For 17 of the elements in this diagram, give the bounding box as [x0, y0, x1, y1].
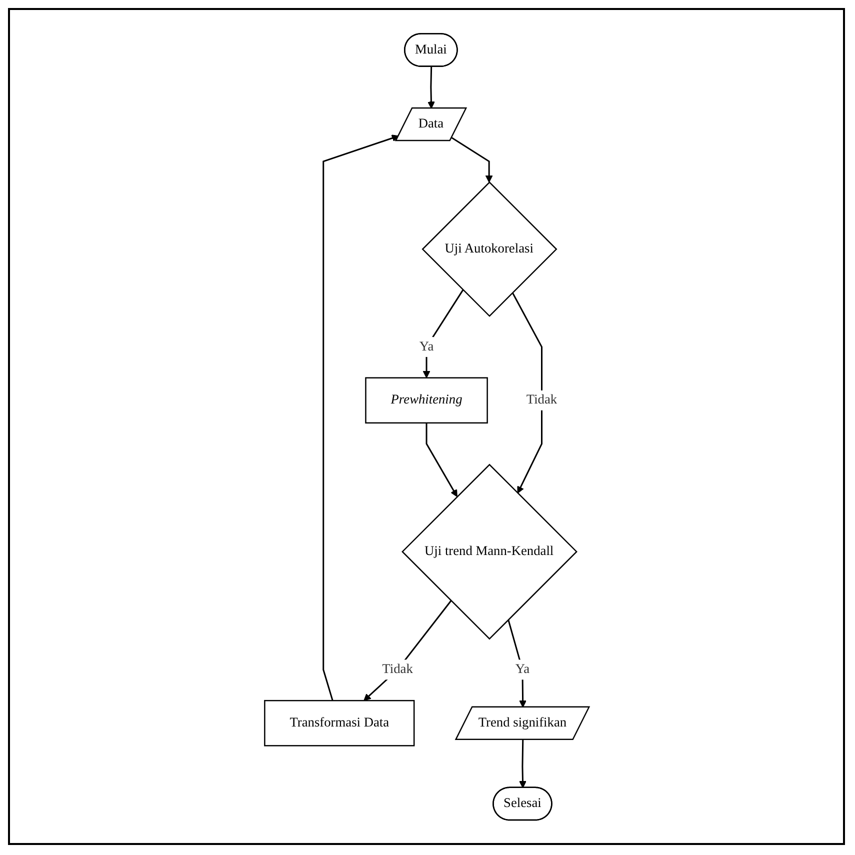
arrow — [363, 600, 452, 701]
node-box: Prewhitening — [364, 376, 488, 424]
arrow — [422, 289, 464, 378]
arrow — [518, 740, 526, 788]
arrow — [425, 422, 458, 497]
node-diamond: Uji trend Mann-Kendall — [401, 463, 578, 640]
node-diamond: Uji Autokorelasi — [421, 181, 557, 317]
arrow — [507, 619, 526, 708]
arrow — [427, 66, 434, 108]
edge-label: Tidak — [382, 662, 412, 676]
edge-label: Ya — [419, 339, 434, 354]
node-box: Transformasi Data — [264, 700, 414, 746]
arrow — [451, 136, 492, 182]
arrow — [511, 292, 542, 494]
arrow — [322, 134, 399, 700]
edge-label: Tidak — [526, 392, 557, 407]
edge-label: Ya — [514, 662, 530, 676]
